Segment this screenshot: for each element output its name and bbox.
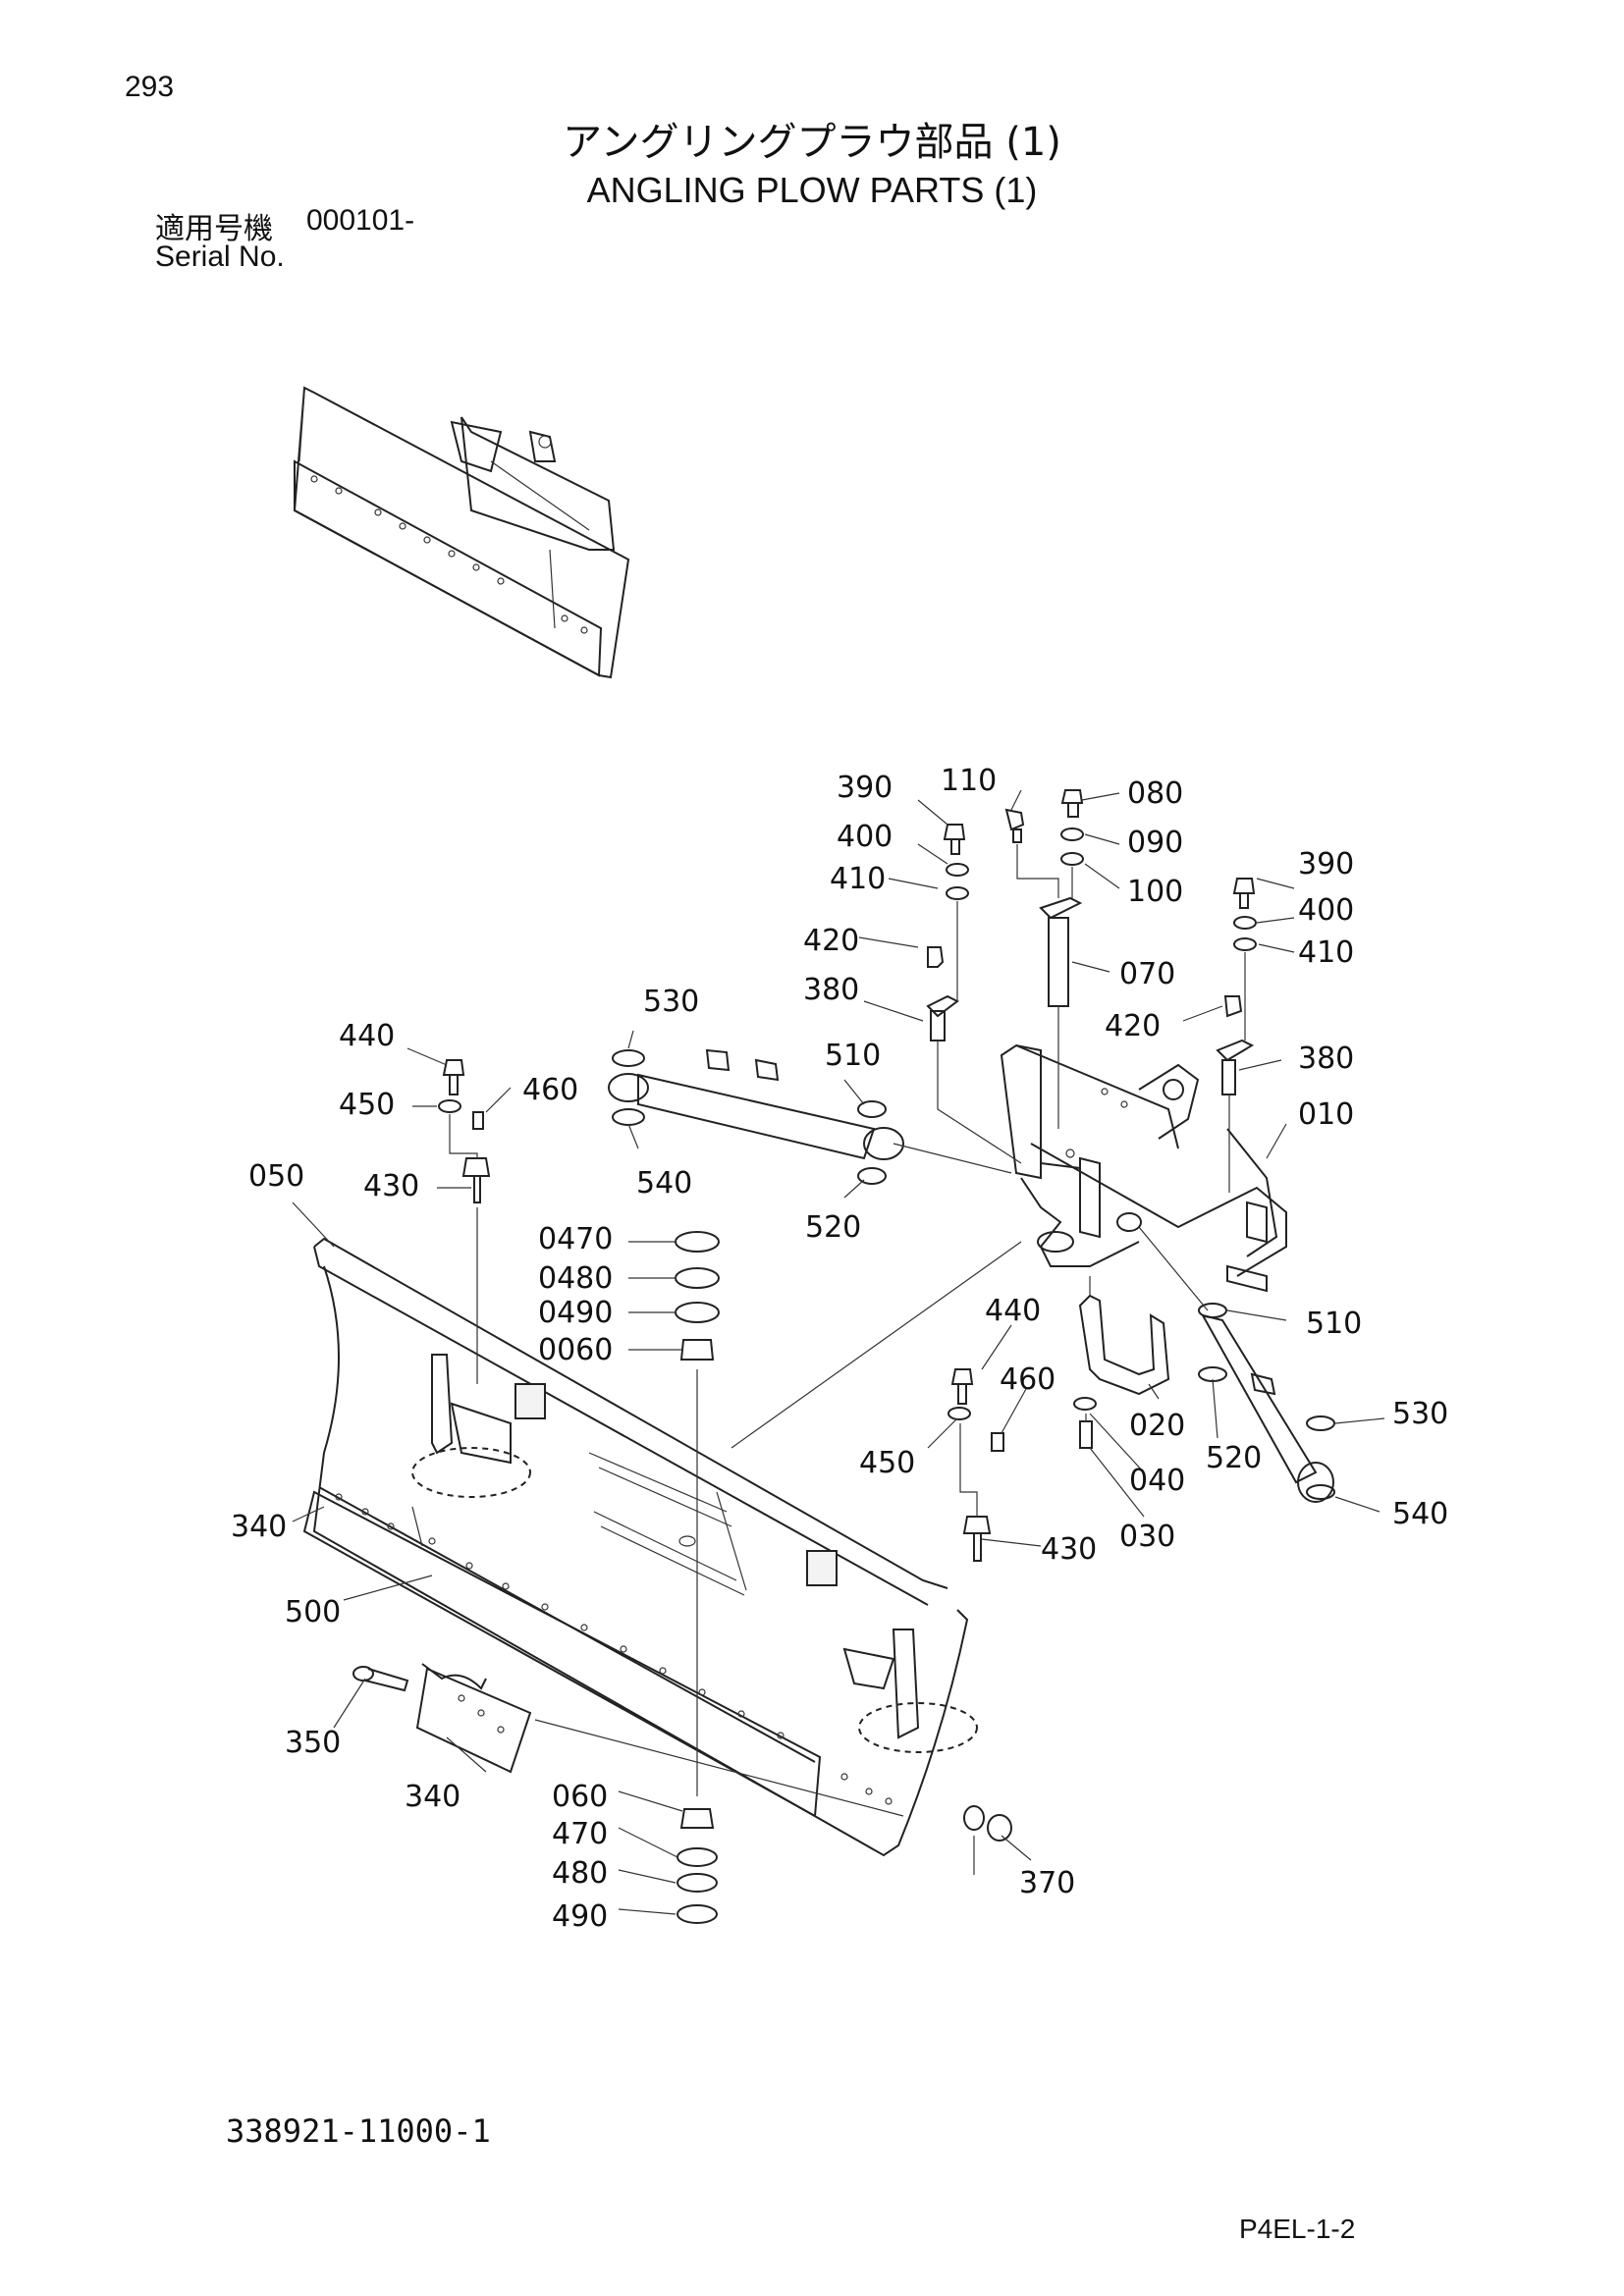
left-pin-set [438,1059,491,1384]
callout-430: 430 [1041,1532,1097,1567]
callout-490: 490 [552,1899,608,1934]
page-number: 293 [125,71,175,103]
callout-090: 090 [1127,826,1183,860]
callout-410: 410 [1298,935,1354,970]
callout-520: 520 [1206,1441,1262,1475]
callout-420: 420 [1105,1009,1161,1043]
frame-010 [731,1043,1287,1449]
callout-540: 540 [1392,1497,1448,1531]
callout-530: 530 [1392,1397,1448,1431]
drawing-number: 338921-11000-1 [226,2112,491,2150]
page-title-japanese: アングリングプラウ部品 (1) [563,120,1061,165]
callout-050: 050 [248,1159,304,1194]
callout-510: 510 [825,1039,881,1073]
center-pin-stack [675,1231,1012,1924]
callout-540: 540 [636,1166,692,1201]
callout-420: 420 [803,924,859,958]
overview-plow-illustration [293,386,630,679]
callout-450: 450 [339,1088,395,1122]
callout-460: 460 [1000,1362,1056,1397]
lower-cylinder [1138,1226,1335,1503]
callout-030: 030 [1119,1520,1175,1554]
callout-390: 390 [1298,847,1354,881]
bracket-020 [1073,1276,1170,1449]
callout-370: 370 [1019,1866,1075,1900]
upper-cylinder [608,1048,1012,1185]
callout-530: 530 [643,985,699,1019]
callout-460: 460 [522,1073,578,1107]
pin-070-set [1004,789,1084,1129]
callout-020: 020 [1129,1409,1185,1443]
right-pin-set [947,1368,1004,1562]
callout-500: 500 [285,1595,341,1629]
callout-0470: 0470 [538,1222,613,1256]
page-title-english: ANGLING PLOW PARTS (1) [586,170,1038,210]
callout-440: 440 [985,1294,1041,1328]
leader-lines [292,789,1385,1915]
callout-480: 480 [552,1856,608,1891]
callout-440: 440 [339,1019,395,1053]
callout-520: 520 [805,1210,861,1245]
callout-070: 070 [1119,957,1175,991]
callout-010: 010 [1298,1097,1354,1132]
callout-340: 340 [231,1510,287,1544]
callout-380: 380 [1298,1041,1354,1076]
callout-510: 510 [1306,1307,1362,1341]
serial-label-english: Serial No. [155,240,285,273]
callout-380: 380 [803,973,859,1007]
cutting-edge-500 [352,1663,904,1817]
callout-0060: 0060 [538,1333,613,1367]
callout-110: 110 [941,764,997,798]
callout-350: 350 [285,1726,341,1760]
blade-assembly-050 [302,1237,978,1857]
callout-080: 080 [1127,776,1183,811]
callout-470: 470 [552,1817,608,1851]
callout-0480: 0480 [538,1261,613,1296]
callout-060: 060 [552,1780,608,1814]
callout-390: 390 [837,771,893,805]
callout-450: 450 [859,1446,915,1480]
callout-040: 040 [1129,1464,1185,1498]
callout-410: 410 [830,862,886,896]
pin-380-right-set [1216,878,1257,1193]
pin-380-left-set [926,824,1022,1164]
callout-0490: 0490 [538,1296,613,1330]
serial-label-japanese: 適用号機 [155,212,273,246]
callout-430: 430 [363,1169,419,1203]
callout-400: 400 [837,820,893,854]
callout-400: 400 [1298,893,1354,928]
serial-number-value: 000101- [306,204,415,237]
sheet-code: P4EL-1-2 [1239,2214,1356,2244]
callout-100: 100 [1127,875,1183,909]
callout-labels: 390 110 080 400 090 410 100 390 400 410 … [231,764,1448,1934]
callout-340: 340 [405,1780,460,1814]
